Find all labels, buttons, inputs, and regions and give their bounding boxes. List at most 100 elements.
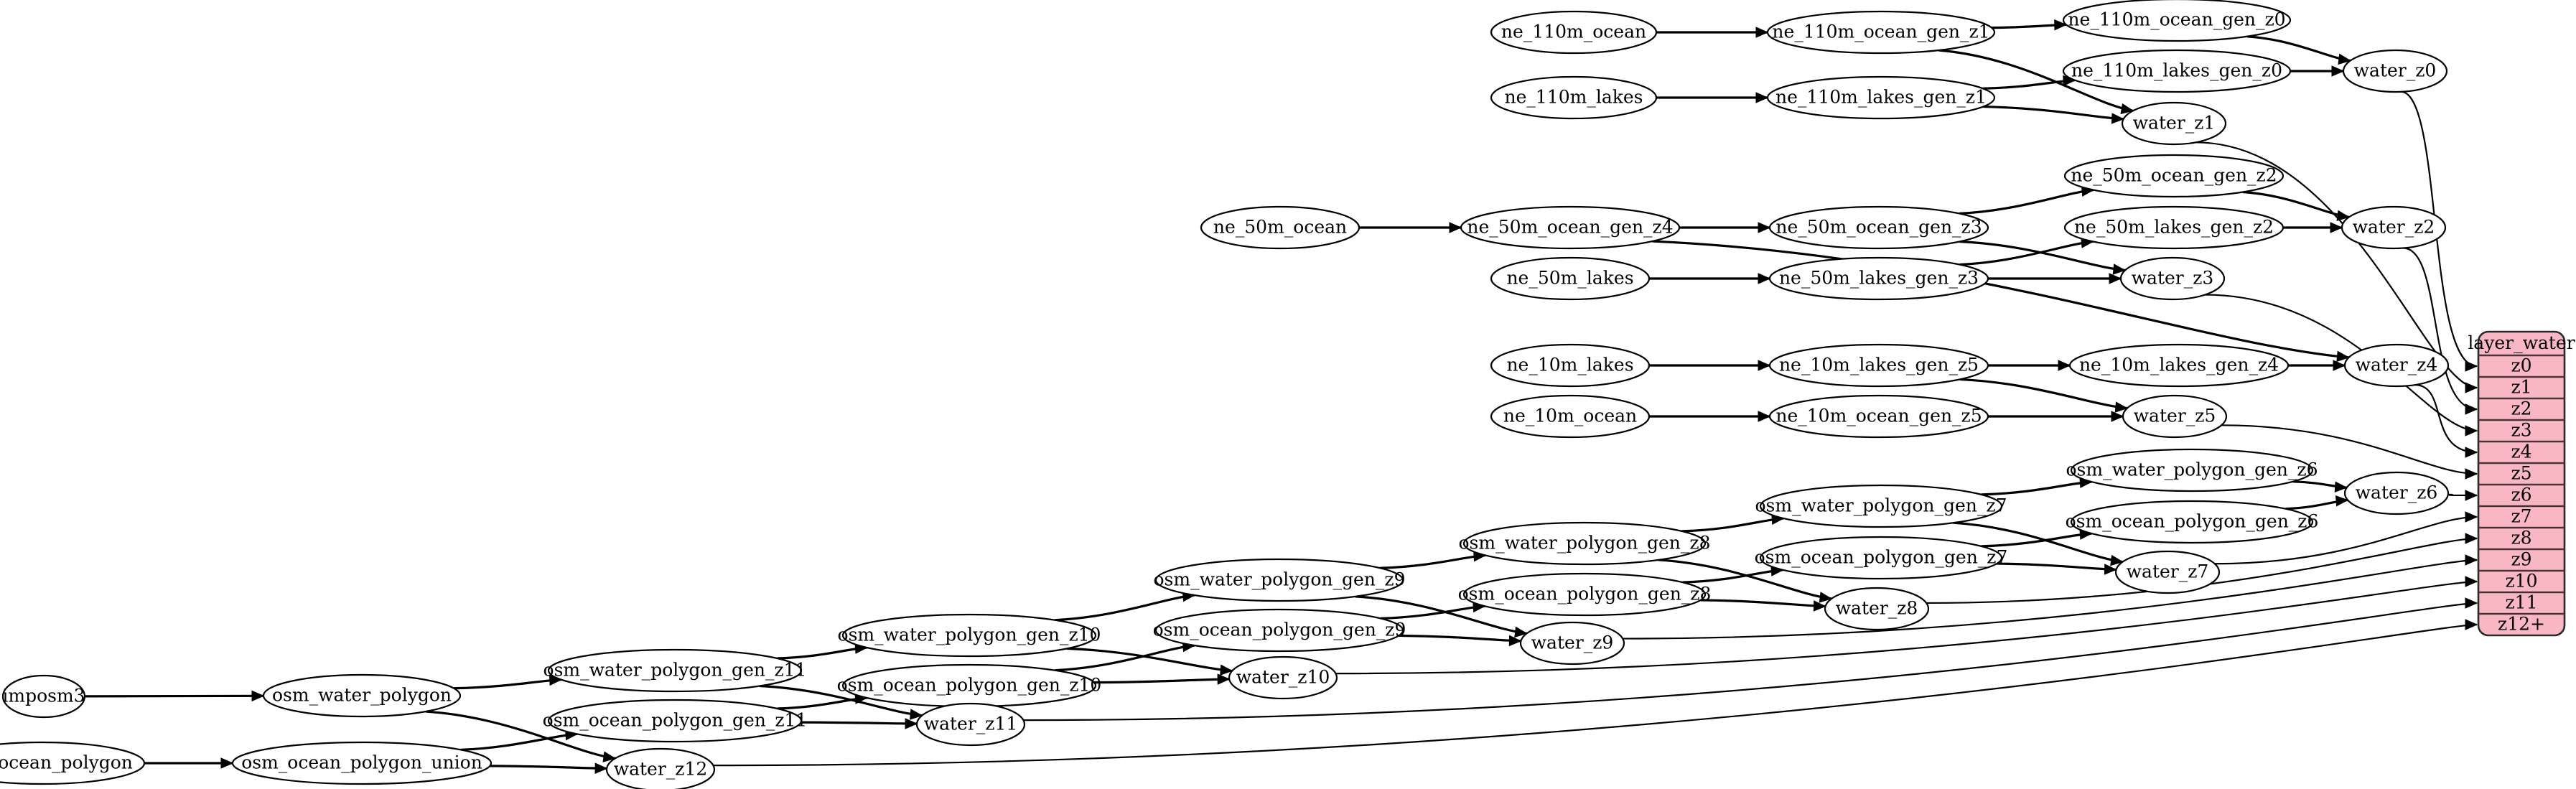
- node-ne_110m_ocean[interactable]: ne_110m_ocean: [1490, 10, 1658, 55]
- edge-path: [2195, 141, 2478, 389]
- node-ne_10m_lakes[interactable]: ne_10m_lakes: [1490, 343, 1651, 388]
- node-ne_10m_ocean_gen_z5[interactable]: ne_10m_ocean_gen_z5: [1768, 394, 1989, 439]
- edge-osm_water_polygon--to--water_z12: [425, 710, 616, 760]
- layer-water-record[interactable]: layer_waterz0z1z2z3z4z5z6z7z8z9z10z11z12…: [2468, 330, 2575, 637]
- node-water_z1[interactable]: water_z1: [2121, 101, 2227, 146]
- node-ne_110m_lakes_gen_z1[interactable]: ne_110m_lakes_gen_z1: [1766, 75, 1996, 120]
- node-ne_110m_lakes[interactable]: ne_110m_lakes: [1490, 75, 1658, 120]
- node-imposm3[interactable]: imposm3: [1, 674, 86, 719]
- node-osm_ocean_polygon_gen_z7[interactable]: osm_ocean_polygon_gen_z7: [1755, 536, 2008, 580]
- layer-water-row-z0[interactable]: z0: [2511, 355, 2531, 376]
- edge-arrowhead: [2110, 554, 2124, 566]
- edge-path: [1959, 240, 2094, 266]
- node-water_z4[interactable]: water_z4: [2343, 343, 2450, 388]
- edge-path: [1093, 678, 1230, 684]
- layer-water-row-z5[interactable]: z5: [2511, 463, 2531, 484]
- layer-water-row-z3[interactable]: z3: [2511, 420, 2531, 441]
- node-water_z7[interactable]: water_z7: [2114, 550, 2221, 594]
- edge-arrowhead: [602, 751, 617, 762]
- edge-arrowhead: [2054, 19, 2068, 31]
- node-ne_50m_ocean_gen_z3[interactable]: ne_50m_ocean_gen_z3: [1768, 205, 1989, 250]
- node-shape-osm_water_polygon_gen_z7: [1759, 484, 2003, 528]
- node-shape-water_z6: [2343, 471, 2450, 515]
- edge-path: [1023, 602, 2478, 722]
- layer-water-row-z11[interactable]: z11: [2506, 592, 2538, 613]
- node-shape-ne_110m_lakes: [1490, 75, 1658, 120]
- node-water_z9[interactable]: water_z9: [1519, 621, 1625, 666]
- node-ne_50m_lakes_gen_z2[interactable]: ne_50m_lakes_gen_z2: [2063, 205, 2285, 250]
- node-osm_water_polygon[interactable]: osm_water_polygon: [262, 673, 462, 718]
- layer-water-row-z2[interactable]: z2: [2511, 398, 2531, 419]
- node-osm_water_polygon_gen_z10[interactable]: osm_water_polygon_gen_z10: [838, 613, 1101, 658]
- node-osm_ocean_polygon_gen_z6[interactable]: osm_ocean_polygon_gen_z6: [2066, 500, 2319, 544]
- edge-path: [1983, 105, 2124, 121]
- edge-arrowhead: [2465, 425, 2478, 436]
- layer-water-row-label-z3: z3: [2511, 420, 2531, 441]
- layer-water-row-z12plus[interactable]: z12+: [2498, 614, 2545, 635]
- node-osm_ocean_polygon_gen_z10[interactable]: osm_ocean_polygon_gen_z10: [837, 663, 1102, 708]
- node-ne_50m_ocean_gen_z4[interactable]: ne_50m_ocean_gen_z4: [1460, 205, 1681, 250]
- node-osm_water_polygon_gen_z6[interactable]: osm_water_polygon_gen_z6: [2066, 448, 2318, 492]
- layer-water-row-z6[interactable]: z6: [2511, 485, 2531, 505]
- node-water_z8[interactable]: water_z8: [1824, 587, 1930, 631]
- node-shape-ne_10m_lakes: [1490, 343, 1651, 388]
- node-osm_water_polygon_gen_z8[interactable]: osm_water_polygon_gen_z8: [1459, 521, 1711, 566]
- edge-water_z5--to--layer_water_z5: [2221, 424, 2478, 475]
- edge-arrowhead: [2335, 495, 2349, 507]
- layer-water-row-z1[interactable]: z1: [2511, 377, 2531, 398]
- node-ne_110m_ocean_gen_z0[interactable]: ne_110m_ocean_gen_z0: [2062, 0, 2292, 42]
- edge-arrowhead: [1758, 411, 1771, 422]
- edge-path: [1067, 647, 1233, 673]
- edge-osm_ocean_polygon_gen_z8--to--water_z8: [1700, 599, 1826, 608]
- edge-arrowhead: [2465, 447, 2478, 458]
- edge-arrowhead: [2465, 360, 2478, 372]
- node-osm_ocean_polygon_gen_z11[interactable]: osm_ocean_polygon_gen_z11: [543, 699, 808, 743]
- node-osm_water_polygon_gen_z11[interactable]: osm_water_polygon_gen_z11: [543, 648, 807, 693]
- node-water_z12[interactable]: water_z12: [605, 747, 716, 789]
- layer-water-row-z10[interactable]: z10: [2506, 571, 2538, 592]
- node-water_z0[interactable]: water_z0: [2342, 49, 2448, 93]
- layer-water-row-label-z10: z10: [2506, 571, 2538, 592]
- edge-water_z4--to--layer_water_z4: [2414, 384, 2478, 454]
- edge-path: [425, 710, 616, 760]
- node-ne_50m_ocean_gen_z2[interactable]: ne_50m_ocean_gen_z2: [2063, 154, 2285, 198]
- node-ne_50m_lakes_gen_z3[interactable]: ne_50m_lakes_gen_z3: [1768, 256, 1989, 301]
- node-osm_ocean_polygon_union[interactable]: osm_ocean_polygon_union: [231, 741, 493, 785]
- node-ne_10m_ocean[interactable]: ne_10m_ocean: [1490, 394, 1651, 439]
- layer-water-row-label-z12plus: z12+: [2498, 614, 2545, 635]
- edge-osm_water_polygon_gen_z8--to--water_z8: [1658, 559, 1832, 600]
- node-ne_110m_lakes_gen_z0[interactable]: ne_110m_lakes_gen_z0: [2062, 49, 2292, 93]
- edge-arrowhead: [2333, 360, 2346, 371]
- node-osm_water_polygon_gen_z7[interactable]: osm_water_polygon_gen_z7: [1755, 484, 2007, 528]
- edge-arrowhead: [2338, 53, 2351, 65]
- node-water_z5[interactable]: water_z5: [2122, 394, 2228, 439]
- node-water_z10[interactable]: water_z10: [1228, 655, 1338, 700]
- node-water_z2[interactable]: water_z2: [2341, 205, 2447, 250]
- layer-water-row-z4[interactable]: z4: [2511, 442, 2531, 462]
- node-osm_water_polygon_gen_z9[interactable]: osm_water_polygon_gen_z9: [1154, 558, 1406, 602]
- edge-osm_water_polygon_gen_z7--to--water_z7: [1953, 521, 2123, 564]
- edge-path: [2214, 515, 2478, 565]
- edge-arrowhead: [2112, 263, 2127, 275]
- node-ne_110m_ocean_gen_z1[interactable]: ne_110m_ocean_gen_z1: [1766, 10, 1996, 55]
- node-ne_10m_lakes_gen_z4[interactable]: ne_10m_lakes_gen_z4: [2068, 343, 2290, 388]
- layer-water-row-z8[interactable]: z8: [2511, 528, 2531, 548]
- edge-arrowhead: [1758, 273, 1771, 284]
- node-shape-osm_water_polygon_gen_z6: [2070, 448, 2314, 492]
- edges-layer: [84, 19, 2478, 774]
- node-water_z6[interactable]: water_z6: [2343, 471, 2450, 515]
- layer-water-row-z7[interactable]: z7: [2511, 506, 2531, 527]
- layer-water-row-z9[interactable]: z9: [2511, 549, 2531, 570]
- layer-water-row-label-z1: z1: [2511, 377, 2531, 398]
- node-ne_10m_lakes_gen_z5[interactable]: ne_10m_lakes_gen_z5: [1768, 343, 1989, 388]
- node-osm_ocean_polygon_gen_z8[interactable]: osm_ocean_polygon_gen_z8: [1458, 572, 1712, 617]
- node-ne_50m_ocean[interactable]: ne_50m_ocean: [1200, 205, 1361, 250]
- node-osm_ocean_polygon_gen_z9[interactable]: osm_ocean_polygon_gen_z9: [1153, 608, 1406, 653]
- edge-osm_water_polygon_gen_z11--to--water_z11: [760, 684, 923, 717]
- node-water_z3[interactable]: water_z3: [2119, 256, 2226, 301]
- node-osm_ocean_polygon[interactable]: osm_ocean_polygon: [0, 741, 146, 785]
- edge-osm_ocean_polygon_gen_z11--to--water_z11: [801, 721, 918, 725]
- node-ne_50m_lakes[interactable]: ne_50m_lakes: [1490, 256, 1651, 301]
- node-water_z11[interactable]: water_z11: [915, 702, 1026, 747]
